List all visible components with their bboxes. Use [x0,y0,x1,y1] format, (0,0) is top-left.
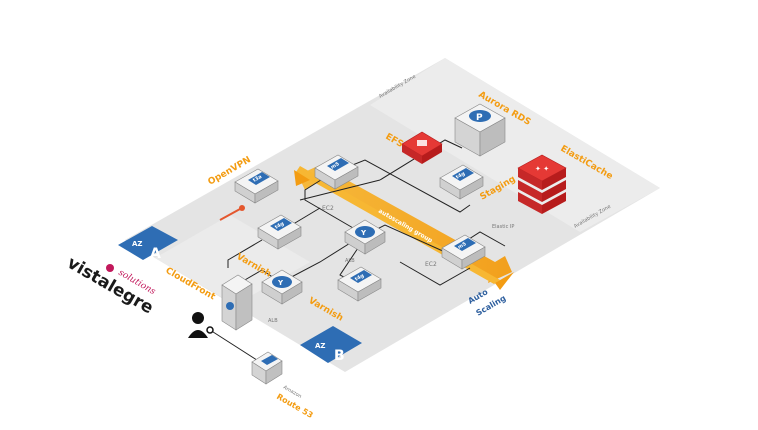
alb-2-label: ALB [268,318,278,324]
svg-text:t3a: t3a [252,174,263,184]
svg-text:t4g: t4g [274,221,286,231]
svg-text:P: P [476,113,483,123]
brand-logo: vistalegre solutions [64,253,158,318]
svg-text:Y: Y [360,229,367,237]
elasticache-icon: ✦ ✦ [517,154,567,214]
openvpn-instance: t3a [234,168,279,204]
svg-text:t4g: t4g [455,171,467,181]
ec2-b-label: EC2 [425,261,437,268]
svg-text:✦ ✦: ✦ ✦ [535,165,549,173]
user-icon [188,312,214,338]
ec2-a-instance: m5 [314,154,359,190]
svg-text:AZ: AZ [315,342,326,350]
varnish-b-instance: t4g [337,266,382,302]
aurora-rds-icon: P [454,103,506,157]
alb-1-icon: Y [344,219,386,255]
ec2-b-instance: m5 [441,234,486,270]
key-icon [219,205,245,221]
alb-1-label: ALB [345,258,355,264]
staging-instance: t4g [439,164,484,200]
az-b-badge: AZ B [300,326,362,364]
alb-2-icon: Y [261,269,303,305]
svg-text:Y: Y [277,279,284,287]
elastic-ip-label: Elastic IP [492,224,514,230]
connector-lines [209,139,506,363]
svg-text:m5: m5 [330,161,341,171]
az-b-letter: B [334,348,345,364]
svg-text:t4g: t4g [354,273,366,283]
svg-text:AZ: AZ [132,240,143,248]
cloudfront-icon [221,274,253,331]
varnish-a-instance: t4g [257,214,302,250]
ec2-a-label: EC2 [322,205,334,212]
svg-text:m5: m5 [457,241,468,251]
efs-icon [401,131,443,164]
az-a-letter: A [150,246,161,262]
route53-icon [251,351,283,385]
az-a-badge: AZ A [118,226,178,262]
